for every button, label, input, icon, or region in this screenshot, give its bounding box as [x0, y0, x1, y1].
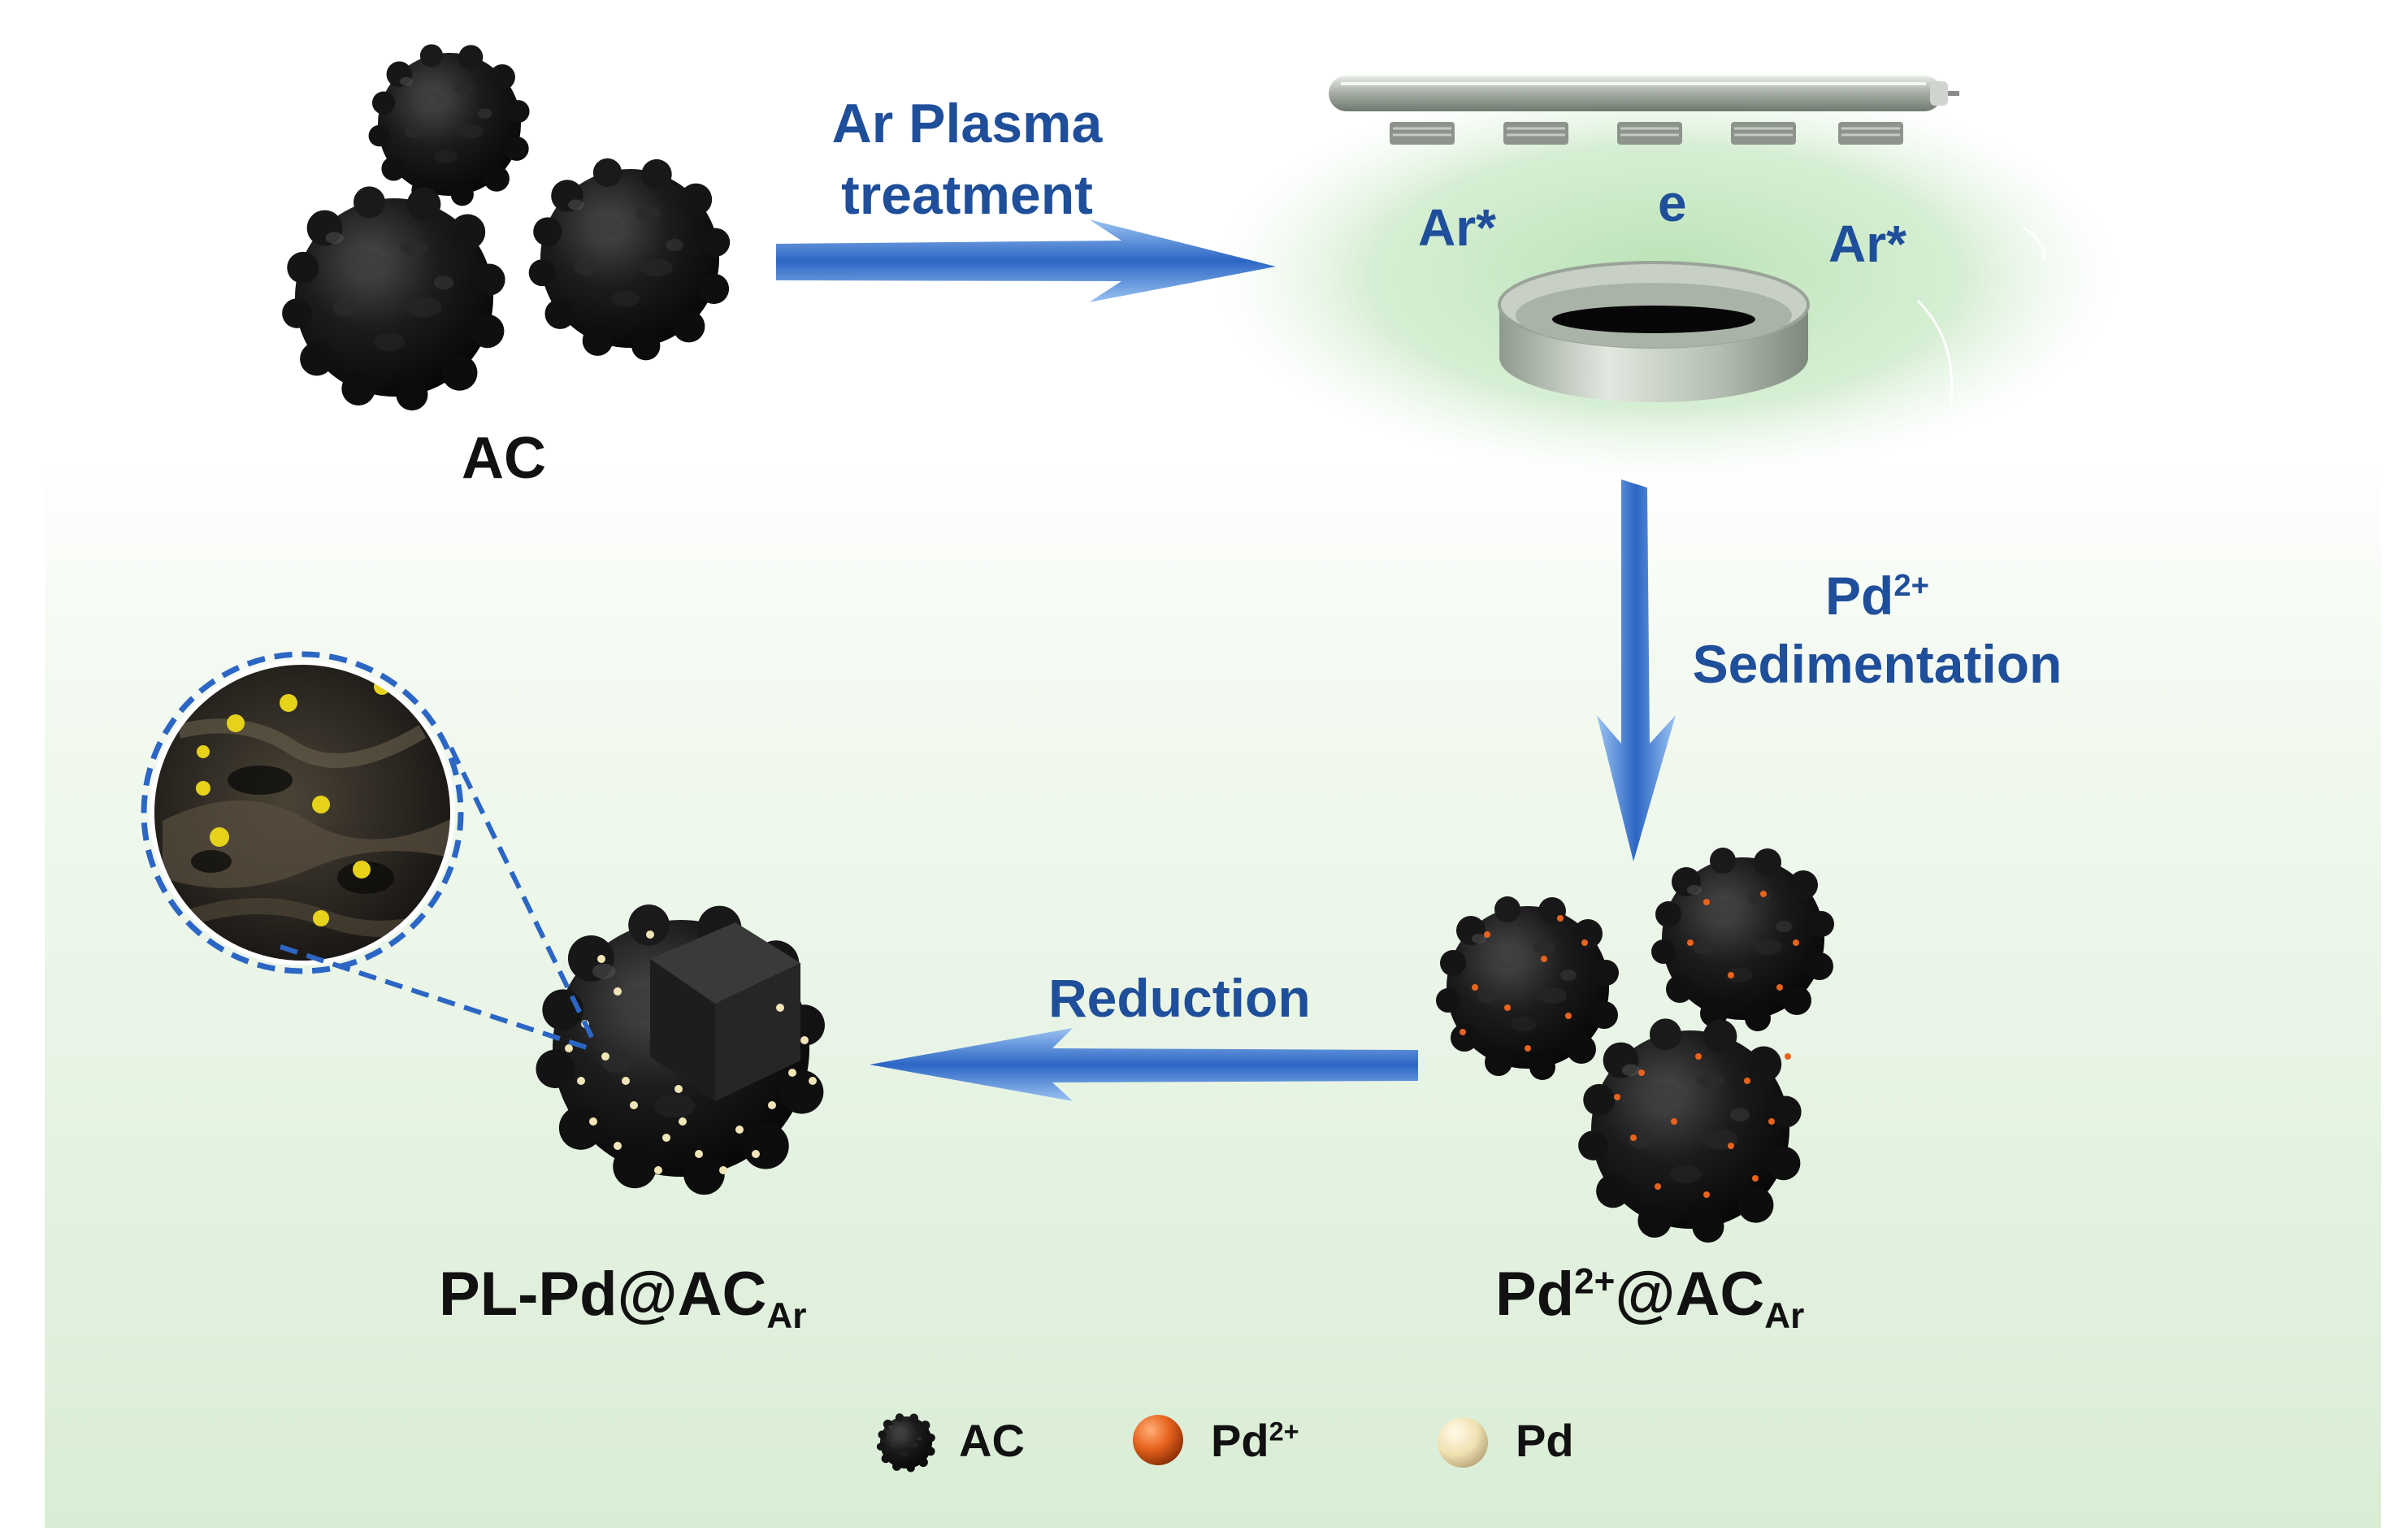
plasma-treatment-arrow: [776, 219, 1276, 302]
legend-ac-label: AC: [959, 1415, 1025, 1466]
ar-radical-right: Ar*: [1828, 215, 1907, 273]
ar-radical-left: Ar*: [1418, 198, 1497, 257]
plasma-step-label: Ar Plasma treatment: [796, 96, 1138, 223]
pd2-ac-product-label: Pd2+@ACAr: [1495, 1260, 1805, 1337]
legend-pd-icon: [1438, 1417, 1488, 1468]
pd2-ion-dots: [1460, 891, 1799, 1198]
sedimentation-step-line2: Sedimentation: [1692, 634, 2063, 694]
legend-pd-label: Pd: [1516, 1415, 1574, 1466]
electron-label: e: [1658, 174, 1687, 232]
sample-dish: [1498, 261, 1810, 402]
sedimentation-step-label: Pd2+ Sedimentation: [1650, 569, 2105, 691]
plasma-step-line2: treatment: [841, 164, 1093, 226]
reduction-step-label: Reduction: [1048, 968, 1311, 1028]
pl-pd-ac-product-label: PL-Pd@ACAr: [439, 1260, 807, 1337]
sedimentation-step-line1: Pd2+: [1825, 566, 1929, 626]
sedimentation-arrow: [1597, 479, 1676, 861]
zoom-inset: [141, 651, 596, 1051]
plasma-tube: [1329, 76, 1959, 111]
glow-edge-arc: [1916, 299, 1954, 407]
ac-label: AC: [462, 426, 546, 491]
legend-pd2-icon: [1133, 1415, 1183, 1465]
legend-pd2-label: Pd2+: [1211, 1415, 1299, 1466]
lower-green-panel: [45, 455, 2381, 1528]
cutaway-cube: [650, 922, 800, 1101]
pd-nanoparticle-dots: [565, 931, 817, 1174]
reduction-arrow: [870, 1028, 1418, 1101]
plasma-step-line1: Ar Plasma: [831, 93, 1103, 154]
